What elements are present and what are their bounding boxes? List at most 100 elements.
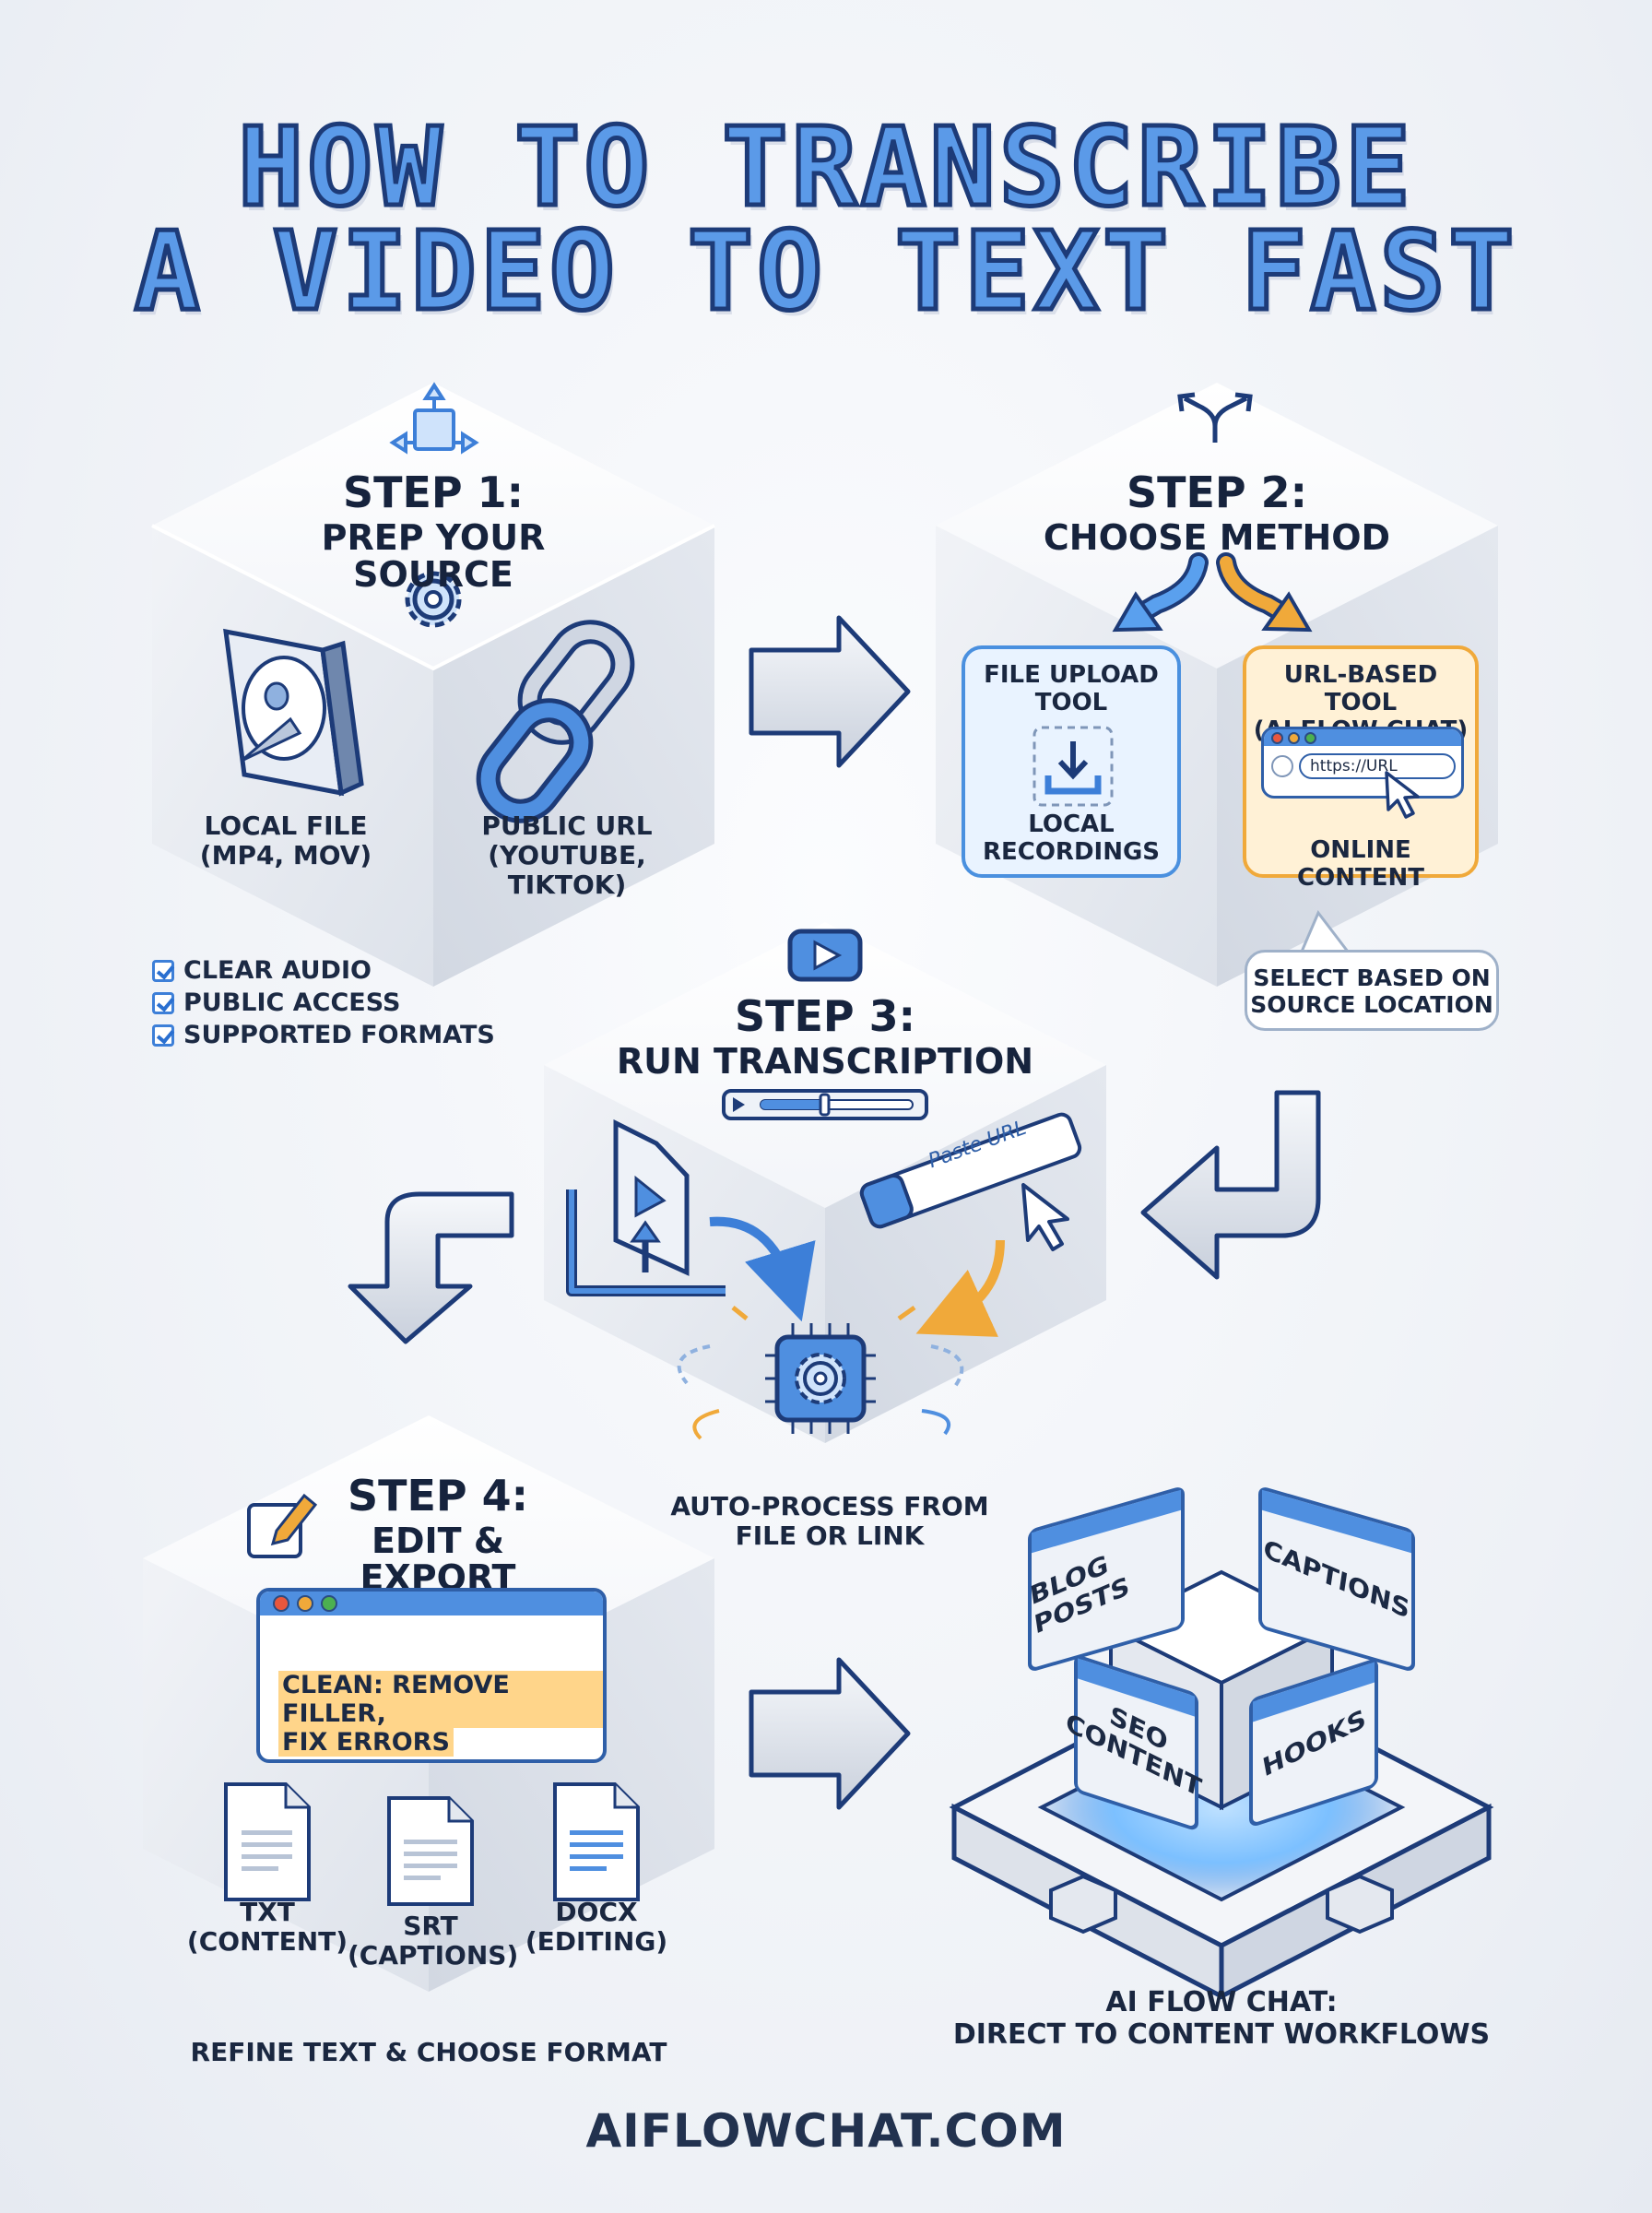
edit-highlight-line1: CLEAN: REMOVE FILLER, [278,1671,603,1728]
checklist-item-label: CLEAR AUDIO [183,956,372,985]
docx-file-icon [553,1782,640,1901]
arrow-step3-to-step4 [348,1191,514,1344]
srt-file-icon [387,1796,474,1906]
edit-highlight: CLEAN: REMOVE FILLER, FIX ERRORS [278,1671,603,1757]
docx-format-label: DOCX (EDITING) [513,1897,679,1958]
chain-link-icon [476,620,635,823]
format-use: (CONTENT) [186,1926,348,1958]
local-file-label: LOCAL FILE (MP4, MOV) [175,811,396,870]
flow-arrow-file [709,1216,816,1322]
edit-highlight-line2: FIX ERRORS [278,1728,454,1757]
window-dot-icon [297,1595,313,1612]
step1-cube [151,383,715,987]
file-upload-tool-title: FILE UPLOAD TOOL [965,661,1177,717]
ai-flow-chat-line1: AI FLOW CHAT: [1105,1986,1338,2018]
window-dot-icon [1304,731,1316,744]
window-dot-icon [321,1595,337,1612]
flow-arrow-link [915,1239,1005,1337]
step2-subtitle: CHOOSE METHOD [1043,517,1391,559]
mini-browser-window: https://URL [1261,727,1464,799]
checklist-item-label: PUBLIC ACCESS [183,988,401,1017]
format-use: (EDITING) [525,1926,668,1958]
play-button-icon [787,929,863,982]
method-note-bubble: SELECT BASED ON SOURCE LOCATION [1245,950,1499,1031]
local-recordings-line1: LOCAL [1028,811,1115,838]
local-recordings-line2: RECORDINGS [982,837,1161,866]
split-arrows-icon [389,382,479,455]
checkbox-checked-icon [152,991,174,1014]
public-url-line2: (YOUTUBE, TIKTOK) [488,840,646,901]
editor-window: CLEAN: REMOVE FILLER, FIX ERRORS [256,1588,607,1763]
local-file-line1: LOCAL FILE [204,811,368,841]
refine-caption: REFINE TEXT & CHOOSE FORMAT [190,2037,667,2067]
arrow-step1-to-step2 [749,615,911,768]
step2-number: STEP 2: [1126,467,1308,517]
fork-arrows [1112,552,1313,633]
arrow-step2-to-step3 [1140,1090,1321,1280]
hooks-label: HOOKS [1259,1702,1368,1783]
checklist-item: CLEAR AUDIO [152,954,495,987]
srt-format-label: SRT (CAPTIONS) [348,1911,519,1971]
browser-title-bar [1264,729,1461,746]
ai-flow-chat-line2: DIRECT TO CONTENT WORKFLOWS [952,2018,1491,2051]
local-file-line2: (MP4, MOV) [199,840,372,871]
ai-flow-chat-caption: AI FLOW CHAT: DIRECT TO CONTENT WORKFLOW… [922,1986,1521,2051]
cursor-icon [1021,1183,1069,1251]
processor-chip-icon [677,1305,964,1440]
step1-heading: STEP 1: PREP YOUR SOURCE [249,470,618,594]
gear-icon [405,571,462,628]
checklist-item-label: SUPPORTED FORMATS [183,1021,495,1049]
source-checklist: CLEAR AUDIO PUBLIC ACCESS SUPPORTED FORM… [152,954,495,1051]
download-tray-icon [1032,726,1114,807]
step1-subtitle: PREP YOUR SOURCE [321,517,546,596]
arrow-step4-to-outputs [749,1657,911,1810]
progress-bar [722,1089,928,1120]
title-line-2: A VIDEO TO TEXT FAST [132,207,1518,335]
branch-arrows-icon [1177,392,1253,443]
globe-icon [1271,755,1293,777]
checkbox-checked-icon [152,1024,174,1047]
format-name: SRT [403,1911,458,1941]
file-upload-title-line1: FILE UPLOAD [984,661,1159,689]
method-note-line2: SOURCE LOCATION [1250,990,1493,1018]
file-upload-tool-card: FILE UPLOAD TOOL LOCAL RECORDINGS [962,645,1181,878]
step4-number: STEP 4: [347,1471,529,1521]
step3-heading: STEP 3: RUN TRANSCRIPTION [595,994,1056,1081]
hard-drive-icon [223,628,364,797]
method-note-line1: SELECT BASED ON [1253,964,1491,991]
txt-file-icon [224,1782,311,1901]
format-use: (CAPTIONS) [348,1940,519,1971]
paste-url-input [859,1112,1082,1229]
step3-number: STEP 3: [734,991,916,1041]
url-tool-title-line1: URL-BASED TOOL [1283,661,1438,716]
step4-heading: STEP 4: EDIT & EXPORT [295,1473,581,1597]
edit-pencil-icon [247,1493,318,1558]
local-recordings-caption: LOCAL RECORDINGS [965,811,1177,867]
checklist-item: SUPPORTED FORMATS [152,1019,495,1051]
cursor-icon [1385,771,1420,819]
url-bar: https://URL [1299,753,1456,779]
format-name: TXT [240,1897,295,1927]
checklist-item: PUBLIC ACCESS [152,987,495,1019]
url-based-tool-card: URL-BASED TOOL (AI FLOW CHAT) https://UR… [1243,645,1479,892]
method-note-text: SELECT BASED ON SOURCE LOCATION [1247,964,1496,1019]
step4-subtitle: EDIT & EXPORT [360,1521,516,1599]
window-dot-icon [273,1595,289,1612]
public-url-label: PUBLIC URL (YOUTUBE, TIKTOK) [433,811,701,901]
auto-process-line2: FILE OR LINK [735,1521,925,1552]
file-upload-title-line2: TOOL [1034,688,1108,716]
editor-title-bar [260,1592,603,1615]
step2-heading: STEP 2: CHOOSE METHOD [1032,470,1401,557]
captions-label: CAPTIONS [1261,1533,1412,1625]
txt-format-label: TXT (CONTENT) [184,1897,350,1958]
step1-number: STEP 1: [342,467,525,517]
public-url-line1: PUBLIC URL [481,811,653,841]
footer-site-link[interactable]: AIFLOWCHAT.COM [585,2104,1067,2158]
auto-process-caption: AUTO-PROCESS FROM FILE OR LINK [645,1491,1014,1552]
step3-subtitle: RUN TRANSCRIPTION [616,1041,1034,1083]
title-line-1: HOW TO TRANSCRIBE [236,103,1414,231]
auto-process-line1: AUTO-PROCESS FROM [670,1491,989,1521]
window-dot-icon [1288,731,1300,744]
video-file-icon [566,1118,726,1296]
